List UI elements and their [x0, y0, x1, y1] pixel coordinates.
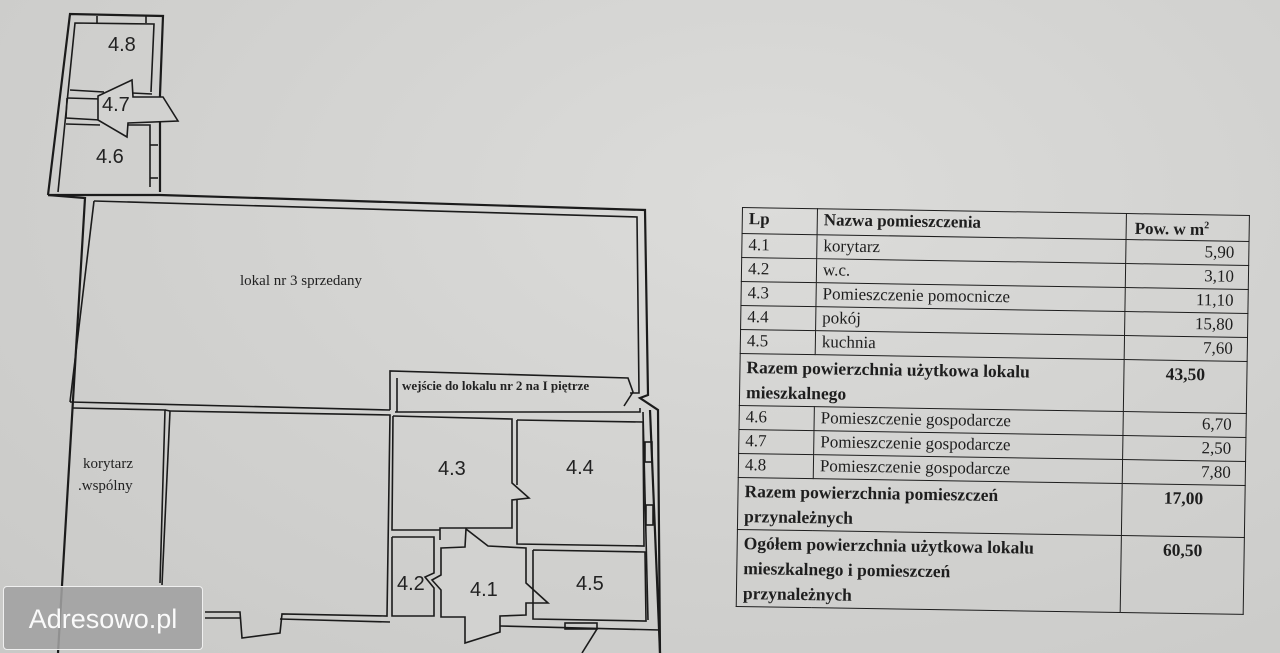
cell-area: 7,60 [1124, 335, 1248, 362]
header-area-sup: 2 [1204, 220, 1210, 232]
entrance-wall [389, 370, 634, 410]
window [644, 441, 653, 463]
grand-total-area: 60,50 [1120, 535, 1245, 615]
cell-lp: 4.4 [740, 305, 816, 331]
corridor-label-line2: .wspólny [78, 478, 133, 494]
room-4-3-wall [392, 415, 531, 540]
entrance-bottom [395, 408, 641, 413]
room-4-5-wall [532, 549, 647, 622]
sold-unit-label: lokal nr 3 sprzedany [240, 273, 363, 289]
room-4-7-label: 4.7 [102, 94, 130, 116]
wall-4-7-top [66, 97, 102, 100]
cell-lp: 4.2 [741, 257, 817, 283]
wall-segment [279, 618, 391, 623]
sold-unit-wall [93, 200, 640, 394]
window [645, 504, 654, 526]
room-4-2-wall [391, 536, 435, 617]
window-4-5 [564, 622, 598, 630]
cell-lp: 4.1 [741, 233, 818, 259]
corridor-label-line1: korytarz [83, 456, 133, 472]
cell-area: 5,90 [1125, 239, 1250, 266]
cell-lp: 4.8 [738, 453, 814, 479]
sold-unit-bottom [69, 401, 391, 411]
cell-lp: 4.7 [738, 429, 815, 455]
header-area: Pow. w m2 [1126, 213, 1250, 242]
room-4-8-label: 4.8 [108, 34, 136, 56]
grand-total-label: Ogółem powierzchnia użytkowa lokalu mies… [736, 529, 1122, 613]
total-residential-label: Razem powierzchnia użytkowa lokalu miesz… [739, 353, 1125, 412]
wall-4-8-bottom [131, 92, 153, 95]
corridor-wall [72, 407, 166, 584]
wall-4-7-left [65, 97, 101, 121]
cell-area: 7,80 [1122, 459, 1246, 486]
building-outer-wall [48, 193, 662, 653]
door-swing [581, 628, 598, 653]
building-left-inner [69, 200, 95, 403]
room-4-4-label: 4.4 [566, 457, 594, 479]
room-4-1-label: 4.1 [470, 579, 498, 601]
cell-lp: 4.3 [740, 281, 817, 307]
total-residential-area: 43,50 [1123, 359, 1248, 414]
header-area-text: Pow. w m [1134, 218, 1205, 239]
grand-total-row: Ogółem powierzchnia użytkowa lokalu mies… [736, 529, 1245, 615]
total-auxiliary-area: 17,00 [1121, 483, 1246, 538]
cell-area: 6,70 [1122, 411, 1247, 438]
bottom-wall [499, 625, 661, 631]
wall-4-8-bottom [69, 89, 105, 93]
corridor-joint [164, 409, 171, 412]
building-left-wall [47, 193, 87, 653]
watermark-logo: Adresowo.pl [3, 586, 203, 650]
area-table: Lp Nazwa pomieszczenia Pow. w m2 4.1 kor… [736, 207, 1250, 615]
cell-area: 3,10 [1125, 263, 1249, 290]
room-4-4-wall [516, 419, 645, 547]
room-4-5-label: 4.5 [576, 573, 604, 595]
total-auxiliary-label: Razem powierzchnia pomieszczeń przynależ… [737, 477, 1123, 536]
annex-outer-wall [46, 12, 165, 196]
room-4-6-label: 4.6 [96, 146, 124, 168]
cell-area: 2,50 [1122, 435, 1246, 462]
wall-4-6-right [128, 124, 151, 187]
header-lp: Lp [742, 207, 818, 235]
grand-total-line3: przynależnych [742, 582, 852, 605]
room-large-wall [169, 410, 391, 639]
cell-lp: 4.5 [740, 329, 816, 355]
room-4-1-wall [430, 527, 551, 645]
room-4-2-label: 4.2 [397, 573, 425, 595]
cell-lp: 4.6 [739, 405, 815, 431]
room-4-3-label: 4.3 [438, 458, 466, 480]
floor-plan: lokal nr 3 sprzedany wejście do lokalu n… [46, 12, 662, 653]
cell-area: 15,80 [1124, 311, 1248, 338]
total-residential-row: Razem powierzchnia użytkowa lokalu miesz… [739, 353, 1248, 414]
room-4-3-left [391, 415, 440, 531]
cell-area: 11,10 [1124, 287, 1249, 314]
corridor-wall-inner [161, 410, 171, 586]
entrance-label: wejście do lokalu nr 2 na I piętrze [402, 378, 589, 393]
total-auxiliary-row: Razem powierzchnia pomieszczeń przynależ… [737, 477, 1246, 538]
door-4-7 [97, 78, 180, 139]
wall-4-6-top [65, 123, 101, 126]
